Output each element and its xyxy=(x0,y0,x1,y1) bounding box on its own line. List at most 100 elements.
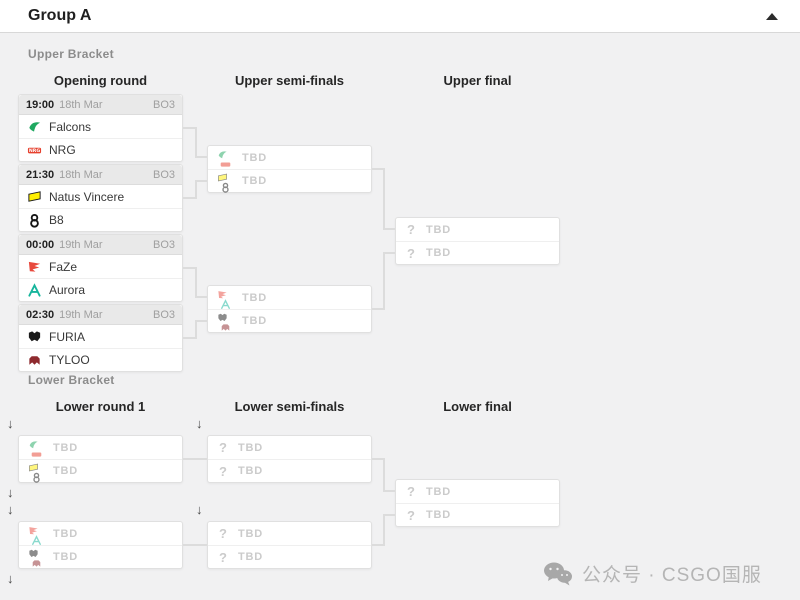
navi-logo-icon xyxy=(28,460,39,472)
bracket-connector xyxy=(195,156,207,158)
match-schedule: 02:30 19th Mar BO3 xyxy=(19,305,182,325)
bracket-connector xyxy=(183,337,196,339)
possible-teams-icons xyxy=(27,460,45,483)
match-card-upper-semi-2: TBD TBD xyxy=(207,285,372,333)
match-card-opening-1[interactable]: 19:00 18th Mar BO3 Falcons NRG NRG xyxy=(18,94,183,162)
match-card-opening-3[interactable]: 00:00 19th Mar BO3 FaZe Aurora xyxy=(18,234,183,302)
group-title: Group A xyxy=(28,7,92,24)
bracket-connector xyxy=(183,197,196,199)
match-format: BO3 xyxy=(152,98,175,111)
tbd-slot: ? TBD xyxy=(396,480,559,503)
possible-teams-icons xyxy=(27,546,45,568)
possible-teams-icons xyxy=(216,170,234,193)
tbd-label: TBD xyxy=(426,223,452,236)
tbd-label: TBD xyxy=(53,441,79,454)
tyloo-logo-icon xyxy=(31,556,42,567)
bracket-connector xyxy=(383,168,385,230)
upper-bracket-label: Upper Bracket xyxy=(28,47,114,61)
bracket-connector xyxy=(372,168,385,170)
bracket-connector xyxy=(372,544,385,546)
tbd-label: TBD xyxy=(238,441,264,454)
drop-arrow-icon: ↓ xyxy=(196,416,203,431)
aurora-logo-icon xyxy=(27,282,42,298)
unknown-team-icon: ? xyxy=(219,526,227,541)
bracket-connector xyxy=(195,296,207,298)
group-header[interactable]: Group A xyxy=(0,0,800,33)
bracket-connector xyxy=(372,308,385,310)
match-schedule: 00:00 19th Mar BO3 xyxy=(19,235,182,255)
tbd-slot: TBD xyxy=(19,522,182,545)
bracket-connector xyxy=(195,267,197,298)
team-row-faze[interactable]: FaZe xyxy=(19,255,182,278)
unknown-team-icon: ? xyxy=(219,549,227,565)
team-row-navi[interactable]: Natus Vincere xyxy=(19,185,182,208)
tbd-slot: TBD xyxy=(19,545,182,568)
match-card-upper-semi-1: TBD TBD xyxy=(207,145,372,193)
tbd-label: TBD xyxy=(242,151,268,164)
tbd-slot: ? TBD xyxy=(396,218,559,241)
match-date: 18th Mar xyxy=(59,168,103,181)
tbd-slot: TBD xyxy=(208,309,371,332)
nrg-logo-icon xyxy=(220,157,231,168)
unknown-team-icon: ? xyxy=(219,440,227,455)
team-row-falcons[interactable]: Falcons xyxy=(19,115,182,138)
tbd-slot: ? TBD xyxy=(208,459,371,482)
furia-logo-icon xyxy=(217,310,228,321)
bracket-connector xyxy=(383,514,385,546)
tyloo-logo-icon xyxy=(220,320,231,331)
team-name: Aurora xyxy=(49,283,86,297)
match-time: 19:00 xyxy=(26,98,55,111)
faze-logo-icon xyxy=(217,287,228,298)
unknown-team-icon: ? xyxy=(407,245,415,261)
team-name: NRG xyxy=(49,143,76,157)
match-card-lower-final: ? TBD ? TBD xyxy=(395,479,560,527)
nrg-logo-icon: NRG xyxy=(27,143,42,158)
team-row-aurora[interactable]: Aurora xyxy=(19,278,182,301)
possible-teams-icons xyxy=(216,147,234,169)
aurora-logo-icon xyxy=(31,533,42,545)
bracket-connector xyxy=(195,180,207,182)
tbd-label: TBD xyxy=(53,527,79,540)
tbd-label: TBD xyxy=(238,527,264,540)
possible-teams-icons xyxy=(216,287,234,309)
b8-logo-icon xyxy=(220,180,231,193)
unknown-team-icon: ? xyxy=(407,507,415,523)
b8-logo-icon xyxy=(31,470,42,483)
furia-logo-icon xyxy=(28,546,39,557)
match-card-opening-4[interactable]: 02:30 19th Mar BO3 FURIA TYLOO xyxy=(18,304,183,372)
bracket-connector xyxy=(195,127,197,158)
tbd-slot: ? TBD xyxy=(396,241,559,264)
tbd-slot: ? TBD xyxy=(396,503,559,526)
team-row-b8[interactable]: B8 xyxy=(19,208,182,231)
match-card-upper-final: ? TBD ? TBD xyxy=(395,217,560,265)
team-name: Natus Vincere xyxy=(49,189,125,204)
tbd-label: TBD xyxy=(426,485,452,498)
team-name: B8 xyxy=(49,213,64,227)
bracket-connector xyxy=(383,490,395,492)
team-name: FaZe xyxy=(49,259,78,274)
match-card-lower-round1-2: TBD TBD xyxy=(18,521,183,569)
match-card-lower-round1-1: TBD TBD xyxy=(18,435,183,483)
tbd-label: TBD xyxy=(242,175,268,187)
column-header-upper-final: Upper final xyxy=(443,73,512,88)
bracket-connector xyxy=(195,180,197,199)
drop-arrow-icon: ↓ xyxy=(196,502,203,517)
unknown-team-icon: ? xyxy=(407,484,415,499)
bracket-connector xyxy=(183,544,207,546)
column-header-lower-final: Lower final xyxy=(443,399,512,414)
team-row-furia[interactable]: FURIA xyxy=(19,325,182,348)
collapse-caret-icon[interactable] xyxy=(766,13,778,20)
wechat-icon xyxy=(543,561,573,586)
bracket-connector xyxy=(383,252,395,254)
match-schedule: 19:00 18th Mar BO3 xyxy=(19,95,182,115)
tbd-label: TBD xyxy=(242,291,268,304)
possible-teams-icons xyxy=(216,310,234,332)
watermark-text: 公众号 · CSGO国服 xyxy=(582,565,762,586)
match-card-opening-2[interactable]: 21:30 18th Mar BO3 Natus Vincere B8 xyxy=(18,164,183,232)
navi-logo-icon xyxy=(217,170,228,182)
team-row-tyloo[interactable]: TYLOO xyxy=(19,348,182,371)
bracket-connector xyxy=(183,267,196,269)
svg-text:NRG: NRG xyxy=(29,148,41,154)
tbd-label: TBD xyxy=(238,465,264,477)
team-row-nrg[interactable]: NRG NRG xyxy=(19,138,182,161)
